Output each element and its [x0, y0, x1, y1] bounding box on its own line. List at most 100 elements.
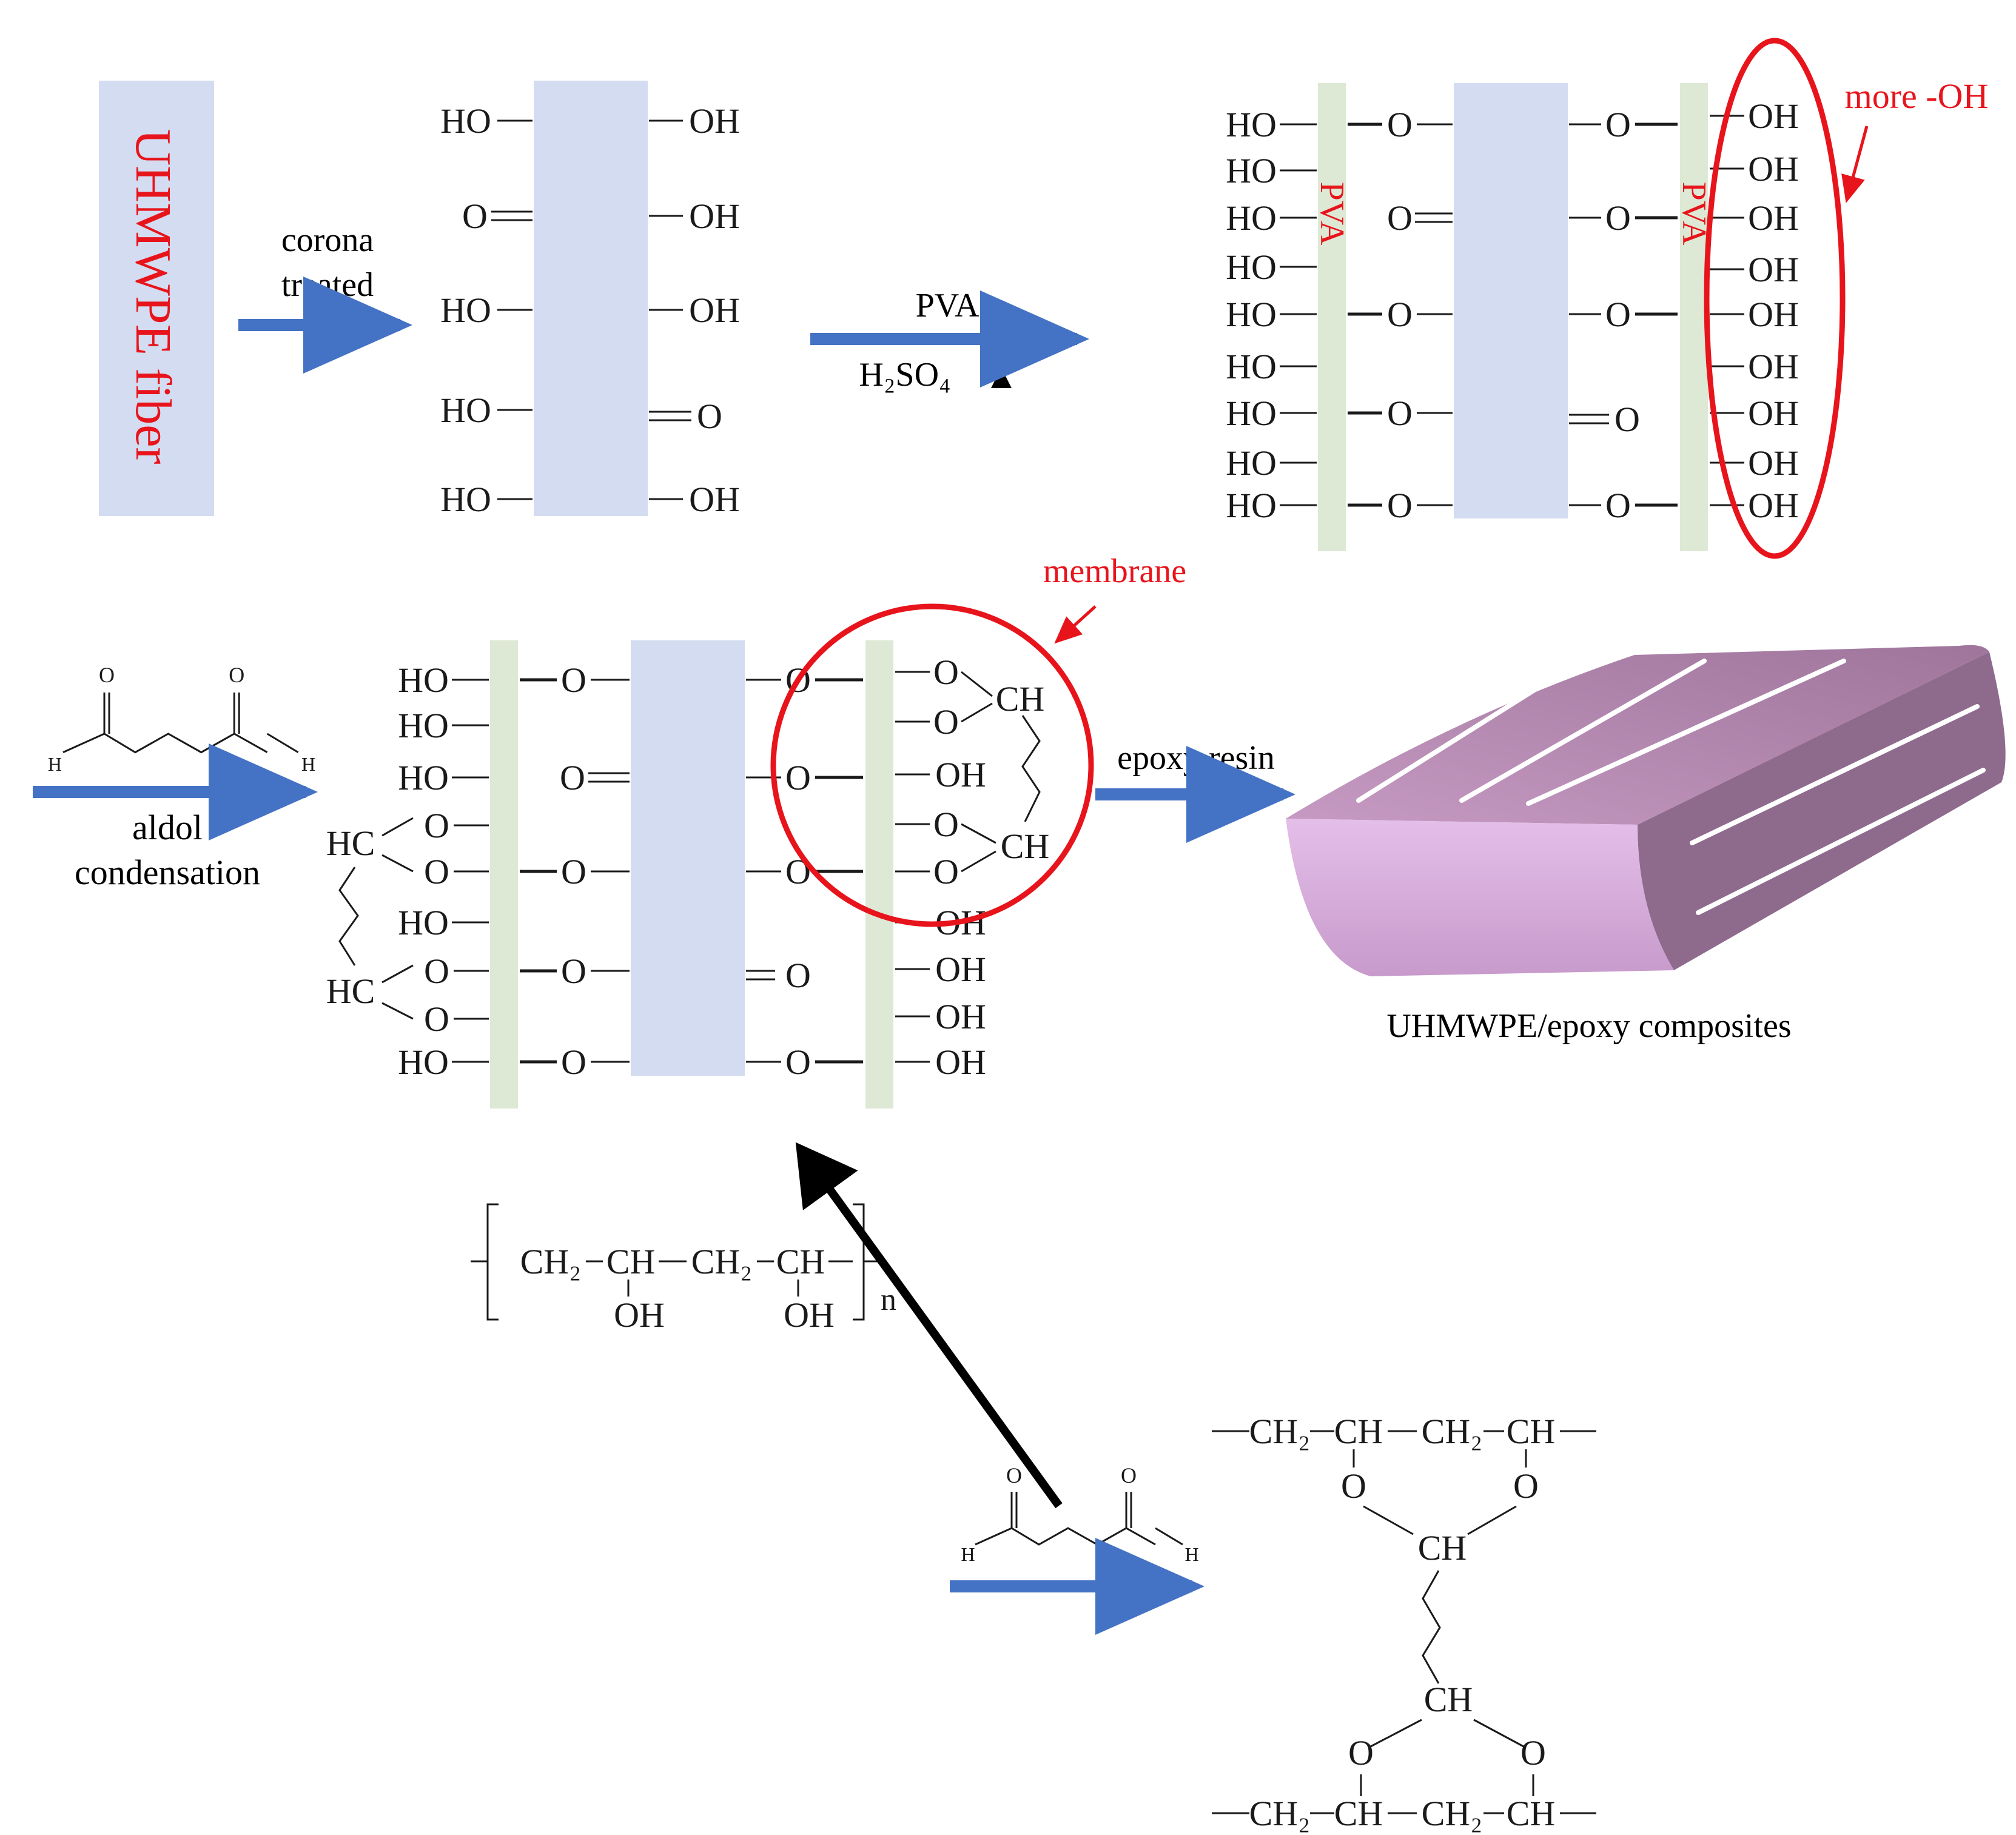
- aldehyde-h-bond: [975, 1527, 1012, 1546]
- acetal-o: O: [933, 702, 959, 742]
- pva-layer-right: [1680, 83, 1708, 551]
- hydroxyl-label-right: OH: [1748, 394, 1799, 433]
- product-acetal-o: O: [1513, 1466, 1539, 1506]
- product-acetal-o: O: [1341, 1466, 1366, 1506]
- hydroxyl-label-right: OH: [1748, 486, 1799, 525]
- aldehyde-h-bond: [1155, 1527, 1183, 1546]
- hydroxyl-label-left: HO: [1226, 198, 1277, 238]
- pva-layer-right: [865, 640, 893, 1109]
- carbonyl-o-left: O: [1387, 198, 1413, 238]
- product-ch: CH: [1334, 1794, 1383, 1833]
- aldehyde-h: H: [961, 1543, 975, 1565]
- aldehyde-o: O: [229, 663, 244, 687]
- acetal-bond: [1363, 1505, 1414, 1535]
- epoxy-step-label: epoxy resin: [1117, 739, 1275, 777]
- hydroxyl-label-left: HO: [1226, 347, 1277, 386]
- ether-o: O: [561, 951, 586, 991]
- product-ch2: CH₂: [1422, 1794, 1483, 1833]
- aldehyde-o: O: [1121, 1463, 1137, 1488]
- acetal-bond: [381, 964, 414, 984]
- carbonyl-o-left: O: [462, 196, 488, 236]
- acetal-bond: [961, 671, 993, 697]
- acetal-bond: [1370, 1719, 1422, 1748]
- aldehyde-h: H: [301, 753, 315, 775]
- ether-o: O: [561, 852, 586, 891]
- acetal-bond: [1467, 1505, 1517, 1535]
- acetal-ch-left: HC: [326, 824, 375, 863]
- acetal-bond: [1473, 1719, 1524, 1748]
- product-ch2: CH₂: [1249, 1412, 1311, 1451]
- ether-o: O: [1605, 486, 1631, 525]
- product-acetal-o: O: [1520, 1733, 1546, 1773]
- hydroxyl-label-left: HO: [440, 290, 491, 330]
- hydroxyl-label-right: OH: [1748, 443, 1799, 483]
- product-acetal-ch: CH: [1418, 1528, 1467, 1568]
- acetal-bond: [381, 854, 414, 873]
- acetal-o: O: [424, 951, 449, 991]
- product-acetal-o: O: [1348, 1733, 1374, 1773]
- hydroxyl-label-left: HO: [440, 101, 491, 141]
- ether-o: O: [785, 1042, 811, 1082]
- composite-fiber-stripes: [1356, 659, 1986, 915]
- product-ch: CH: [1334, 1412, 1383, 1451]
- hydroxyl-label-right: OH: [689, 196, 740, 236]
- carbonyl-o-right: O: [785, 956, 811, 995]
- fiber-label: UHMWPE fiber: [125, 129, 181, 465]
- treated-fiber-block: [534, 81, 648, 516]
- hydroxyl-label-left: HO: [398, 758, 449, 797]
- ether-o: O: [1605, 295, 1631, 334]
- ether-o: O: [1387, 486, 1413, 525]
- hydroxyl-label-right: OH: [689, 480, 740, 519]
- ether-o: O: [1605, 105, 1631, 144]
- aldehyde-h-bond: [266, 733, 299, 753]
- ether-o: O: [1387, 295, 1413, 334]
- alkyl-chain: [1422, 1570, 1441, 1684]
- polymer-ch2: CH₂: [520, 1242, 582, 1281]
- pva-step-reagent: H₂SO₄: [859, 356, 950, 394]
- corona-label-line2: treated: [281, 266, 374, 304]
- glutaraldehyde-chain: [1011, 1527, 1156, 1546]
- hydroxyl-label-left: HO: [1226, 295, 1277, 334]
- aldehyde-h: H: [1184, 1543, 1198, 1565]
- aldol-label-line2: condensation: [75, 853, 260, 892]
- acetal-o: O: [424, 806, 449, 845]
- hydroxyl-label-right: OH: [1748, 96, 1799, 136]
- membrane-fiber-block: [631, 640, 745, 1076]
- product-ch2: CH₂: [1422, 1412, 1483, 1451]
- fiber-block: [99, 81, 214, 516]
- hydroxyl-label-left: HO: [398, 1042, 449, 1082]
- product-ch: CH: [1507, 1794, 1556, 1833]
- composite-caption: UHMWPE/epoxy composites: [1386, 1007, 1791, 1045]
- aldehyde-h: H: [48, 753, 62, 775]
- aldehyde-h-bond: [62, 733, 105, 753]
- hydroxyl-label-right: OH: [1748, 347, 1799, 386]
- more-oh-pointer: [1841, 126, 1869, 203]
- composite-block: [1286, 645, 2006, 976]
- product-acetal-ch: CH: [1424, 1680, 1473, 1719]
- polymer-oh: OH: [784, 1295, 835, 1335]
- hydroxyl-label-right: OH: [935, 1042, 986, 1082]
- alkyl-chain: [1021, 715, 1041, 822]
- acetal-bond: [961, 823, 996, 844]
- pva-step-label: PVA: [916, 287, 979, 324]
- hydroxyl-label-right: OH: [689, 290, 740, 330]
- hydroxyl-label-left: HO: [1226, 151, 1277, 190]
- acetal-bond: [381, 817, 414, 837]
- glutaraldehyde-chain: [104, 733, 268, 754]
- acetal-bond: [961, 850, 996, 873]
- corona-label-line1: corona: [281, 221, 374, 259]
- aldehyde-o: O: [99, 663, 115, 687]
- composite-side-face: [1638, 652, 2006, 970]
- acetal-ch-right: CH: [996, 679, 1045, 719]
- aldol-label-line1: aldol: [132, 808, 203, 847]
- callout-shapes: [770, 38, 1869, 927]
- hydroxyl-label-right: OH: [1748, 198, 1799, 238]
- acetal-bond: [381, 1002, 414, 1020]
- acetal-ch-left: HC: [326, 971, 375, 1011]
- acetal-o: O: [933, 652, 959, 692]
- carbonyl-o-right: O: [697, 397, 722, 436]
- arrow-crosslink-to-membrane: [795, 1142, 1063, 1509]
- hydroxyl-label-right: OH: [935, 950, 986, 989]
- hydroxyl-label-left: HO: [398, 903, 449, 942]
- pva-layer-left: [1318, 83, 1346, 551]
